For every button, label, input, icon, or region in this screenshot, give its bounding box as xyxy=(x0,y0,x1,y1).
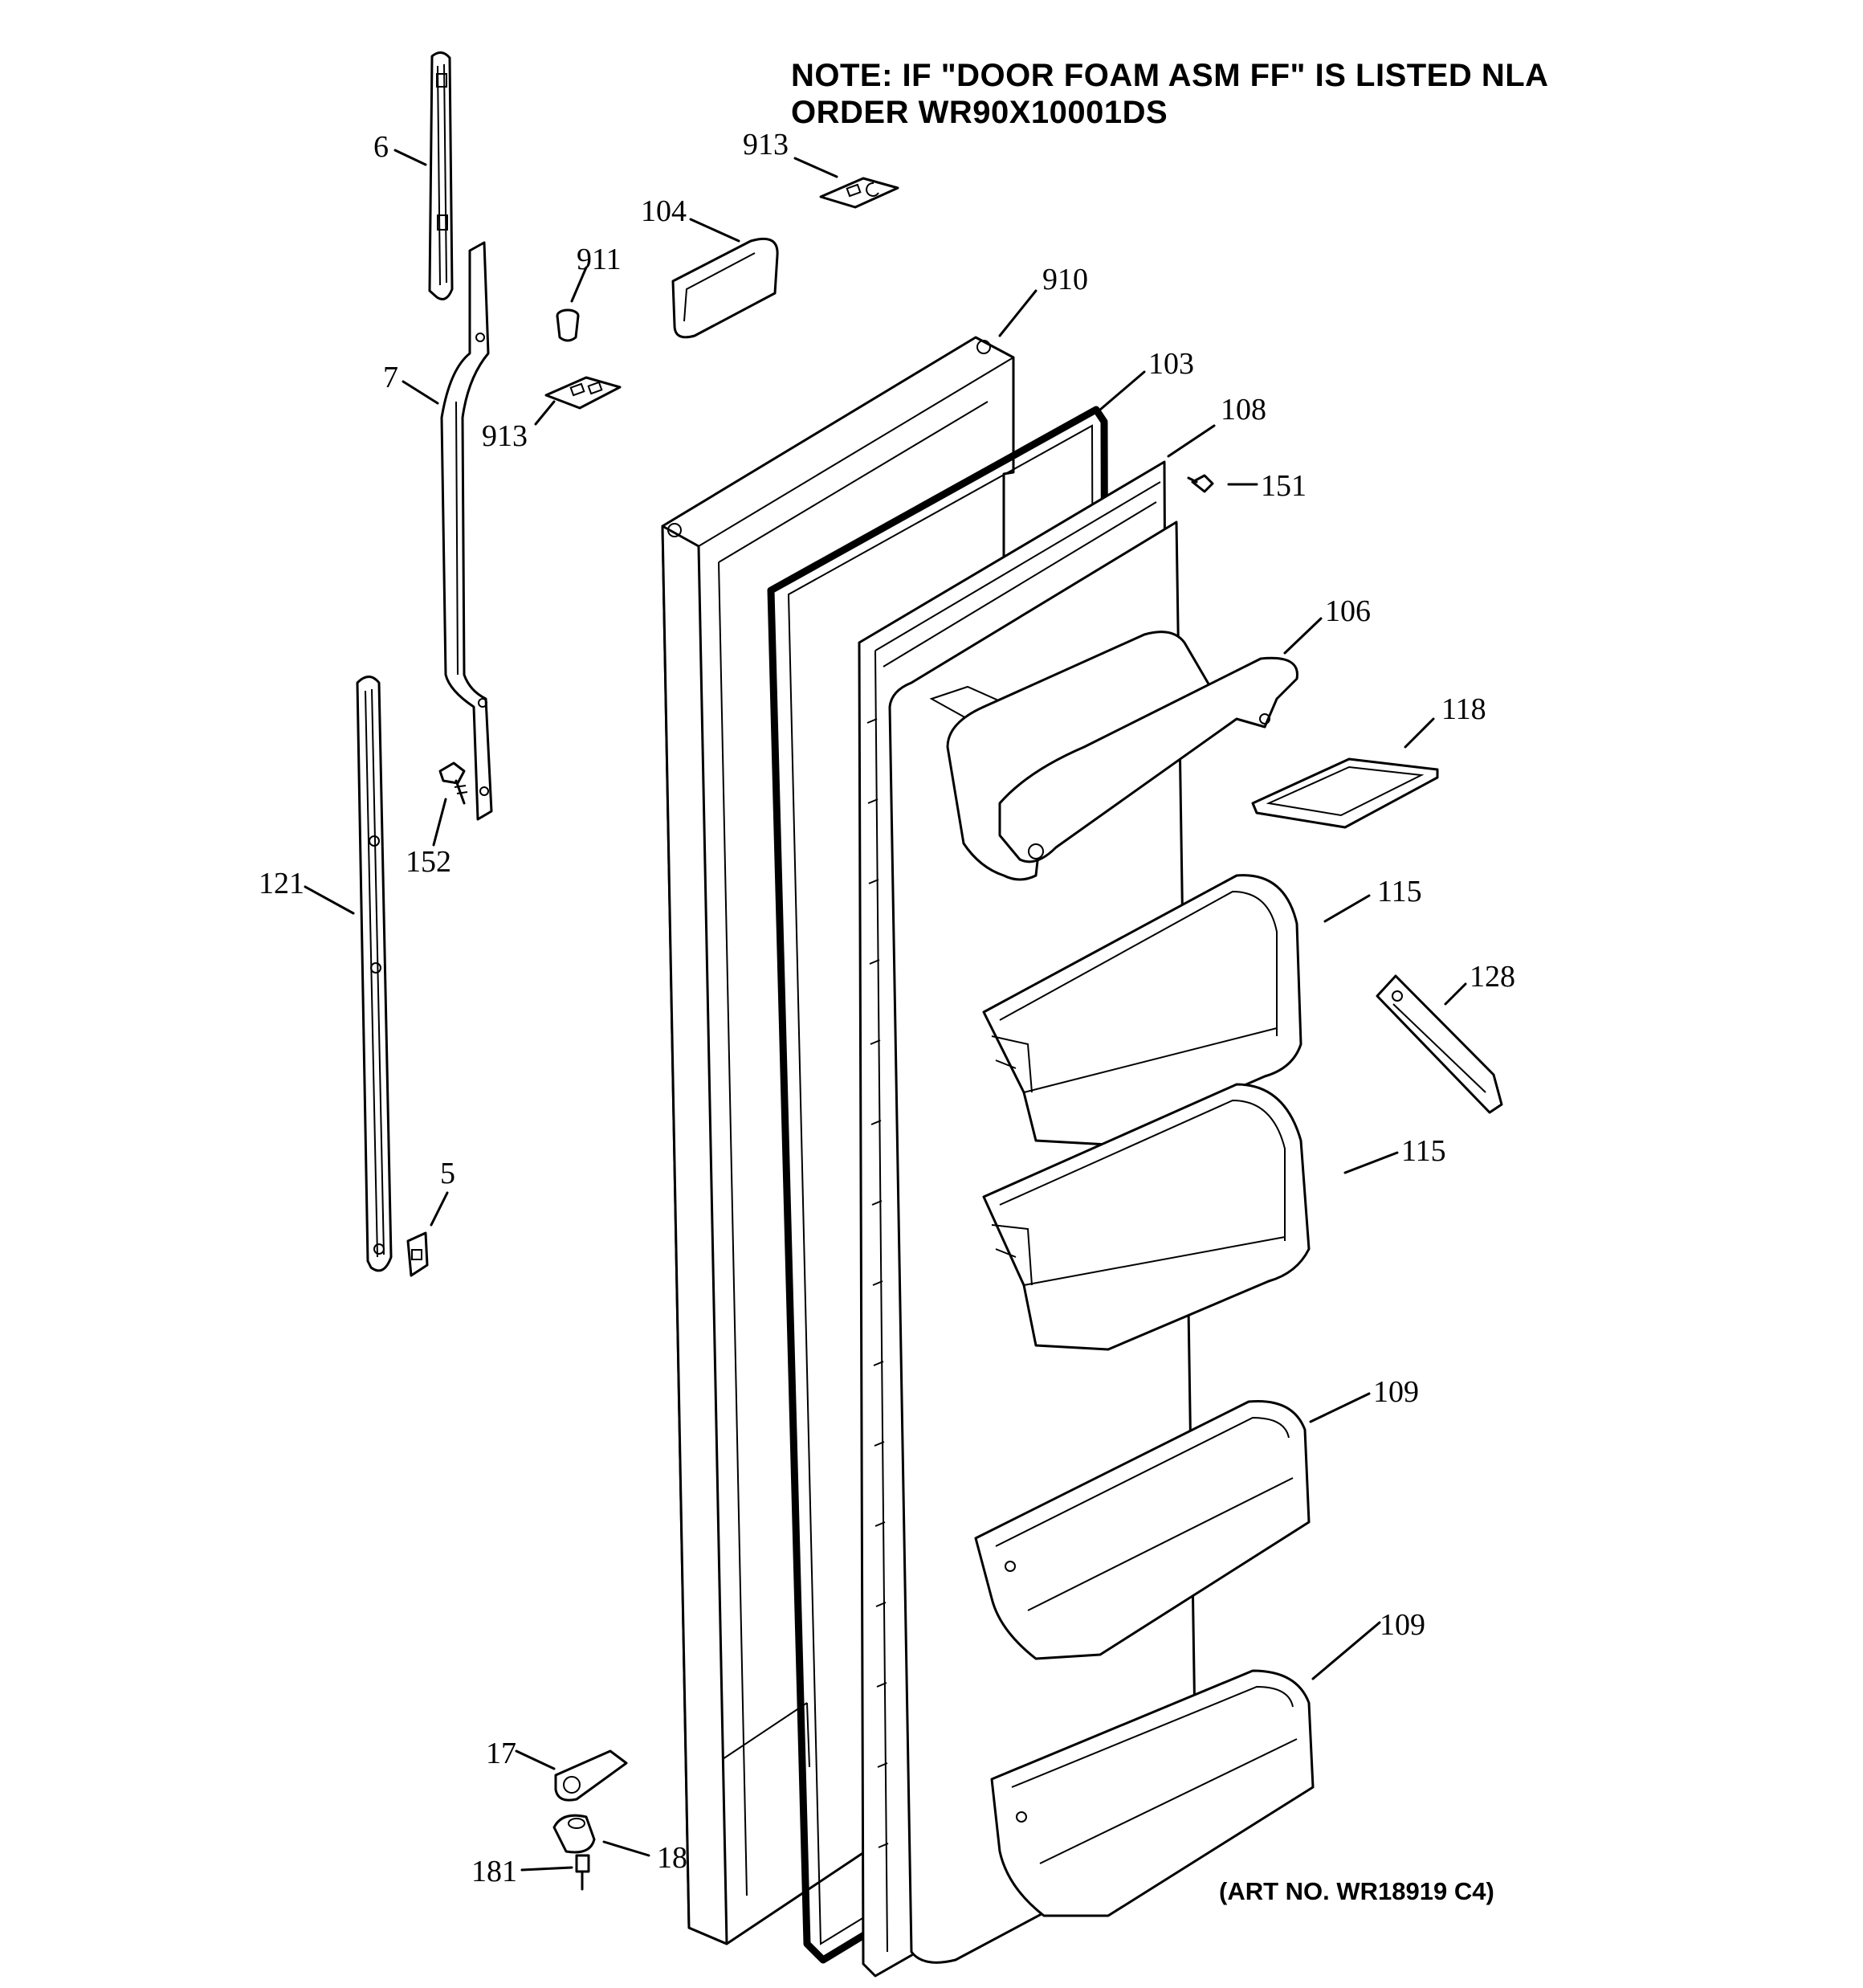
part-18-hinge-bushing xyxy=(552,1814,596,1854)
part-128-bracket xyxy=(1376,974,1503,1114)
callout-128: 128 xyxy=(1470,960,1515,994)
callout-7: 7 xyxy=(383,361,398,394)
part-5-clip xyxy=(406,1231,429,1277)
part-911-plug xyxy=(556,308,580,342)
callout-5: 5 xyxy=(440,1157,455,1190)
part-6-handle-trim xyxy=(428,51,454,300)
callout-151: 151 xyxy=(1261,469,1307,503)
note-line-2: ORDER WR90X10001DS xyxy=(791,95,1168,130)
callout-115-lower: 115 xyxy=(1401,1134,1446,1168)
part-151-screw xyxy=(1187,474,1214,493)
part-152-screw xyxy=(438,761,468,805)
part-109-door-shelf-upper xyxy=(974,1399,1311,1660)
leader-lines xyxy=(304,149,1467,1872)
callout-121: 121 xyxy=(259,867,304,900)
callout-106: 106 xyxy=(1325,594,1371,628)
callout-152: 152 xyxy=(406,845,451,879)
part-121-handle-trim-long xyxy=(356,676,393,1272)
part-115-door-bin-lower xyxy=(982,1083,1311,1351)
callout-911: 911 xyxy=(577,243,622,276)
part-913-cover-lower xyxy=(544,376,622,410)
callout-17: 17 xyxy=(486,1737,516,1770)
note-line-1: NOTE: IF "DOOR FOAM ASM FF" IS LISTED NL… xyxy=(791,58,1549,93)
part-181-screw xyxy=(575,1854,590,1891)
part-17-hinge xyxy=(554,1749,628,1802)
part-109-door-shelf-lower xyxy=(990,1669,1315,1917)
part-106-dairy-compartment xyxy=(946,631,1298,881)
callout-181: 181 xyxy=(471,1855,517,1888)
part-104-cap xyxy=(671,237,779,339)
callout-18: 18 xyxy=(657,1841,687,1875)
callout-109-upper: 109 xyxy=(1373,1375,1419,1409)
callout-913-upper: 913 xyxy=(743,128,789,161)
callout-913-lower: 913 xyxy=(482,419,528,453)
callout-104: 104 xyxy=(641,194,687,228)
part-7-door-handle xyxy=(440,241,493,821)
callout-118: 118 xyxy=(1441,692,1486,726)
part-913-cover-upper xyxy=(819,177,899,209)
callout-108: 108 xyxy=(1221,393,1266,427)
callout-6: 6 xyxy=(373,130,389,164)
callout-labels: 6 7 913 104 911 913 910 103 108 151 106 … xyxy=(259,128,1515,1888)
part-115-door-bin-upper xyxy=(982,874,1302,1146)
callout-109-lower: 109 xyxy=(1380,1608,1425,1642)
callout-910: 910 xyxy=(1042,263,1088,296)
callout-103: 103 xyxy=(1148,347,1194,381)
callout-115-upper: 115 xyxy=(1377,875,1422,908)
part-118-tray xyxy=(1251,757,1439,829)
art-number: (ART NO. WR18919 C4) xyxy=(1219,1877,1494,1905)
